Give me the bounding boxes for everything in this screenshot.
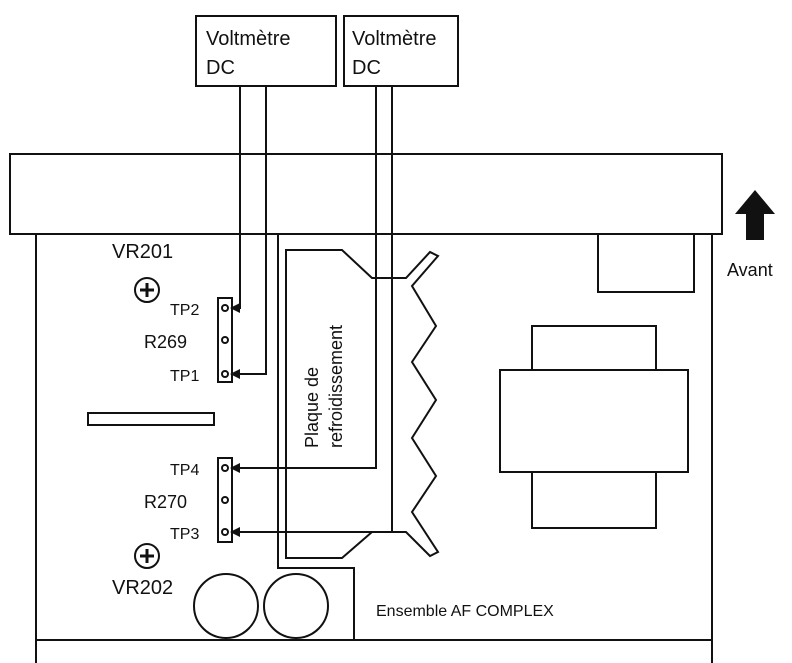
tp3-point <box>221 528 229 536</box>
tp1-label: TP1 <box>170 368 199 385</box>
voltmeter-left-wire-1 <box>232 86 241 309</box>
chassis-outline <box>35 234 713 641</box>
vr202-label: VR202 <box>112 577 173 599</box>
r270-label: R270 <box>144 492 187 512</box>
voltmeter-left-line2: DC <box>206 57 235 79</box>
r270-block <box>217 457 233 543</box>
r269-point <box>221 336 229 344</box>
tp3-arrow-icon <box>230 527 240 537</box>
front-label: Avant <box>727 260 773 280</box>
r269-block <box>217 297 233 383</box>
r269-label: R269 <box>144 332 187 352</box>
vr202-adjust-icon <box>134 543 160 569</box>
r270-point <box>221 496 229 504</box>
tp1-point <box>221 370 229 378</box>
tp2-point <box>221 304 229 312</box>
voltmeter-right-wire-2 <box>232 86 393 533</box>
vr201-label: VR201 <box>112 241 173 263</box>
assembly-label: Ensemble AF COMPLEX <box>376 603 554 620</box>
assembly-divider <box>277 560 355 640</box>
vr201-adjust-icon <box>134 277 160 303</box>
board-slot <box>87 412 215 426</box>
top-panel <box>9 153 723 235</box>
heatsink-label-line2: refroidissement <box>326 325 346 448</box>
tp2-arrow-icon <box>230 303 240 313</box>
transformer-body <box>499 369 689 473</box>
voltmeter-right-box <box>343 15 459 87</box>
front-arrow-icon <box>735 190 775 240</box>
voltmeter-left-line1: Voltmètre <box>206 28 290 50</box>
tp4-arrow-icon <box>230 463 240 473</box>
tp2-label: TP2 <box>170 302 199 319</box>
capacitor-left <box>193 573 259 639</box>
voltmeter-right-line2: DC <box>352 57 381 79</box>
heatsink-label-line1: Plaque de <box>302 367 322 448</box>
capacitor-right <box>263 573 329 639</box>
voltmeter-left-wire-2 <box>232 86 267 375</box>
tp4-label: TP4 <box>170 462 199 479</box>
tp1-arrow-icon <box>230 369 240 379</box>
voltmeter-right-line1: Voltmètre <box>352 28 436 50</box>
tp4-point <box>221 464 229 472</box>
voltmeter-right-wire-1 <box>232 86 377 469</box>
connector-block <box>597 234 695 293</box>
heatsink-plate <box>285 249 440 559</box>
transformer-core-top <box>531 325 657 371</box>
tp3-label: TP3 <box>170 526 199 543</box>
transformer-core-bottom <box>531 471 657 529</box>
